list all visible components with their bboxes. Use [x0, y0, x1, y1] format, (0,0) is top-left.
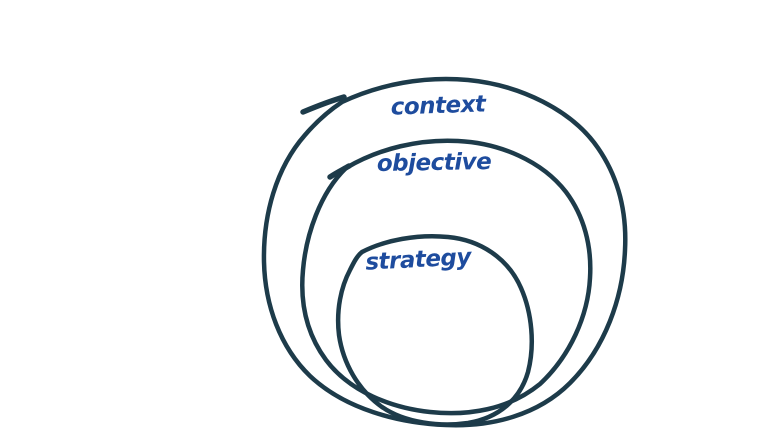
context-circle [261, 76, 628, 428]
pen-start-arrow-icon [300, 94, 347, 115]
strategy-circle [335, 234, 534, 427]
objective-circle [300, 138, 593, 416]
strategy-label: strategy [365, 244, 473, 276]
objective-label: objective [377, 149, 492, 177]
context-label: context [390, 91, 487, 120]
pen-overlap-stroke [327, 163, 352, 180]
